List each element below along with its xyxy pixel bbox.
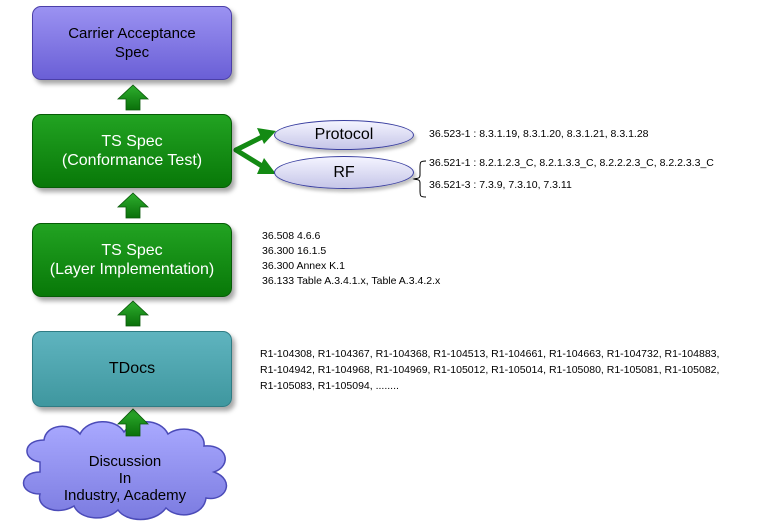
conformance-label-line2: (Conformance Test) <box>61 152 203 169</box>
layer-annotation-line: 36.508 4.6.6 <box>262 230 321 242</box>
carrier-acceptance-spec-box: Carrier Acceptance Spec <box>32 6 232 80</box>
discussion-label: Discussion In Industry, Academy <box>30 453 220 504</box>
tdocs-annotation: R1-104308, R1-104367, R1-104368, R1-1045… <box>260 346 719 394</box>
tdocs-annotation-line: R1-104942, R1-104968, R1-104969, R1-1050… <box>260 364 720 376</box>
ts-spec-layer-box: TS Spec (Layer Implementation) <box>32 223 232 297</box>
carrier-label-line2: Spec <box>114 44 150 61</box>
rf-brace <box>412 160 427 198</box>
arrow-to-rf <box>233 147 276 174</box>
tdocs-annotation-line: R1-105083, R1-105094, ........ <box>260 380 399 392</box>
rf-annotation-line2: 36.521-3 : 7.3.9, 7.3.10, 7.3.11 <box>429 179 572 191</box>
up-arrow-conformance-to-carrier <box>116 84 150 111</box>
conformance-label-line1: TS Spec <box>101 133 163 150</box>
rf-label: RF <box>333 163 355 181</box>
layer-annotation-line: 36.133 Table A.3.4.1.x, Table A.3.4.2.x <box>262 275 441 287</box>
rf-ellipse: RF <box>274 156 414 189</box>
protocol-annotation: 36.523-1 : 8.3.1.19, 8.3.1.20, 8.3.1.21,… <box>429 128 649 140</box>
layer-label-line2: (Layer Implementation) <box>49 261 215 278</box>
discussion-label-line2: In <box>118 470 132 487</box>
rf-annotation-line1: 36.521-1 : 8.2.1.2.3_C, 8.2.1.3.3_C, 8.2… <box>429 157 714 169</box>
layer-label-line1: TS Spec <box>101 242 163 259</box>
tdocs-label: TDocs <box>108 360 156 377</box>
tdocs-box: TDocs <box>32 331 232 407</box>
discussion-label-line1: Discussion <box>88 453 162 470</box>
up-arrow-layer-to-conformance <box>116 192 150 219</box>
tdocs-annotation-line: R1-104308, R1-104367, R1-104368, R1-1045… <box>260 348 720 360</box>
carrier-label-line1: Carrier Acceptance <box>68 25 196 42</box>
layer-annotation: 36.508 4.6.6 36.300 16.1.5 36.300 Annex … <box>262 229 440 289</box>
layer-annotation-line: 36.300 16.1.5 <box>262 245 327 257</box>
discussion-cloud <box>22 421 228 521</box>
protocol-ellipse: Protocol <box>274 120 414 150</box>
up-arrow-cloud-to-tdocs <box>117 408 149 437</box>
layer-annotation-line: 36.300 Annex K.1 <box>262 260 345 272</box>
arrow-to-protocol <box>233 128 276 153</box>
up-arrow-tdocs-to-layer <box>116 300 150 327</box>
discussion-label-line3: Industry, Academy <box>63 487 187 504</box>
protocol-label: Protocol <box>314 126 374 143</box>
ts-spec-conformance-box: TS Spec (Conformance Test) <box>32 114 232 188</box>
